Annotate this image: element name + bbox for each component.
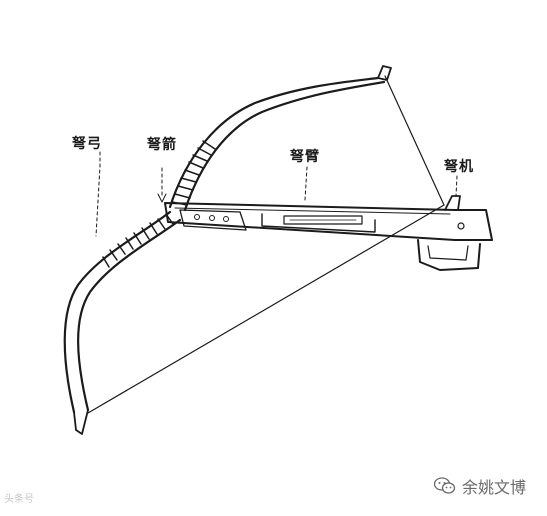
watermark-right: 余姚文博 xyxy=(434,474,526,498)
bow-upper-limb xyxy=(168,65,392,212)
trigger-mechanism xyxy=(417,195,481,271)
bowstring-lower xyxy=(87,204,445,414)
leader-bow xyxy=(95,151,101,237)
crossbow-stock xyxy=(164,202,493,241)
watermark-left: 头条号 xyxy=(4,494,34,505)
bowstring-upper xyxy=(384,75,445,206)
label-arrow: 弩箭 xyxy=(147,137,177,153)
leader-stock xyxy=(304,166,308,201)
leader-trigger xyxy=(455,175,458,197)
label-stock: 弩臂 xyxy=(290,149,320,165)
wechat-icon xyxy=(434,477,456,495)
bow-lower-limb xyxy=(63,210,182,435)
watermark-right-text: 余姚文博 xyxy=(462,478,527,497)
label-trigger: 弩机 xyxy=(444,159,474,175)
label-bow: 弩弓 xyxy=(72,136,102,152)
arrow-indicator-head xyxy=(157,193,167,203)
